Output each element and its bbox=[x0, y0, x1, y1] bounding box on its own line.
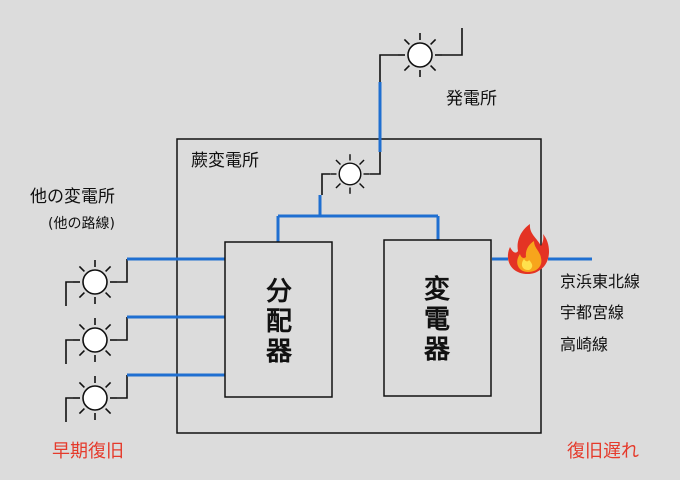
substation-box bbox=[176, 138, 542, 434]
substation-generator-icon bbox=[321, 152, 381, 195]
power-wires bbox=[127, 82, 592, 377]
power-plant-generator-icon bbox=[379, 28, 463, 82]
external-generator-icon-2 bbox=[65, 317, 128, 364]
line-utsunomiya: 宇都宮線 bbox=[560, 303, 624, 322]
other-substations-sub-label: (他の路線) bbox=[48, 216, 115, 232]
line-takasaki: 高崎線 bbox=[560, 335, 608, 354]
external-generator-icon-1 bbox=[65, 259, 128, 306]
distributor-box bbox=[224, 241, 333, 398]
transformer-box bbox=[383, 239, 492, 397]
power-plant-label: 発電所 bbox=[446, 89, 497, 109]
svg-text:分: 分 bbox=[266, 277, 292, 307]
line-keihin-tohoku: 京浜東北線 bbox=[560, 272, 640, 291]
svg-text:器: 器 bbox=[423, 335, 451, 365]
transformer-label: 変 電 器 bbox=[423, 274, 451, 365]
svg-text:器: 器 bbox=[265, 337, 293, 367]
svg-text:電: 電 bbox=[424, 305, 450, 335]
distributor-label: 分 配 器 bbox=[265, 277, 293, 367]
svg-text:配: 配 bbox=[266, 307, 292, 337]
status-left-label: 早期復旧 bbox=[52, 441, 124, 462]
other-substations-label: 他の変電所 bbox=[30, 187, 115, 207]
external-generator-icon-3 bbox=[65, 375, 128, 422]
status-right-label: 復旧遅れ bbox=[567, 441, 639, 462]
fire-icon bbox=[507, 224, 550, 274]
svg-text:変: 変 bbox=[424, 274, 450, 305]
substation-label: 蕨変電所 bbox=[191, 151, 259, 171]
